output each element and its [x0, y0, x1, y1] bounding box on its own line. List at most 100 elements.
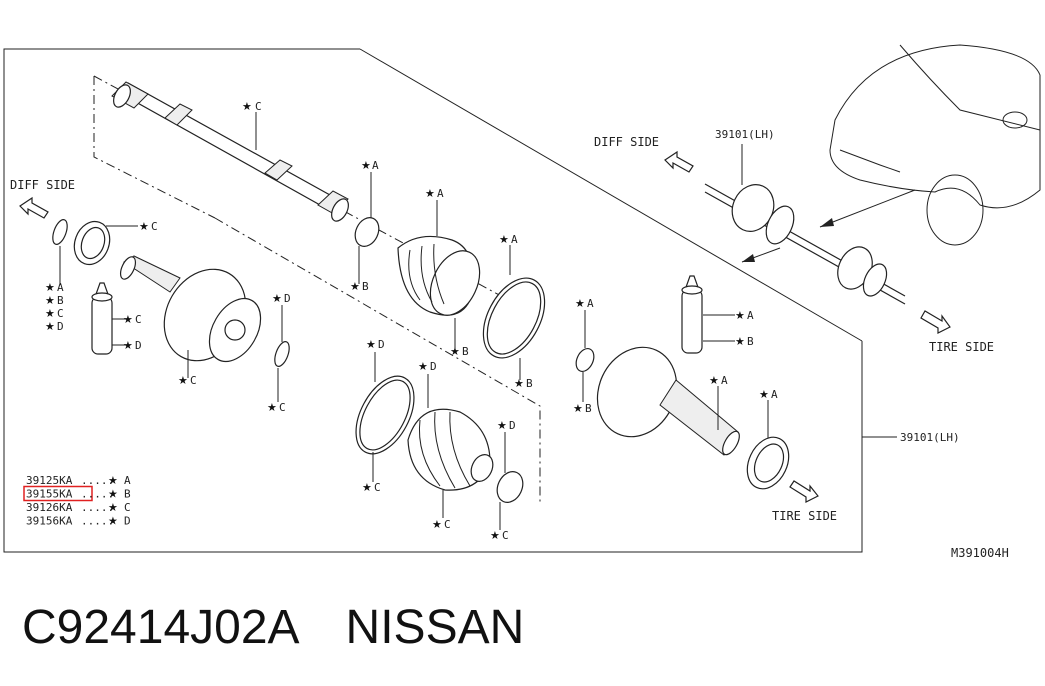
- svg-text:★: ★: [242, 100, 252, 113]
- svg-text:★: ★: [267, 401, 277, 414]
- callout-left-c: C: [57, 307, 64, 320]
- tire-side-arrow-bottom: [789, 480, 819, 503]
- callout-band-top-a: A: [372, 159, 379, 172]
- callout-outer-joint-a: A: [721, 374, 728, 387]
- tire-side-label-right: TIRE SIDE: [929, 340, 994, 354]
- callout-boot-top-a: A: [437, 187, 444, 200]
- svg-text:★: ★: [123, 339, 133, 352]
- svg-text:★: ★: [366, 338, 376, 351]
- kit-dots: .....: [81, 515, 114, 528]
- callout-boot-top-b: B: [462, 345, 469, 358]
- callout-boot-mid-c: C: [444, 518, 451, 531]
- assembled-shaft: [704, 183, 906, 305]
- svg-text:★: ★: [123, 313, 133, 326]
- svg-text:★: ★: [139, 220, 149, 233]
- svg-text:★: ★: [178, 374, 188, 387]
- callout-r-grease-a: A: [747, 309, 754, 322]
- callout-band-mid-c: C: [374, 481, 381, 494]
- assembly-label-top: 39101(LH): [715, 128, 775, 141]
- frame-diagonal: [359, 48, 863, 342]
- callout-joint-c: C: [190, 374, 197, 387]
- callout-clip-a: A: [511, 233, 518, 246]
- kit-code: B: [124, 488, 131, 501]
- svg-text:★: ★: [573, 402, 583, 415]
- kit-legend-row: 39125KA.....★ A: [26, 474, 131, 487]
- caption-brand: NISSAN: [345, 601, 525, 654]
- assembly-label-side: 39101(LH): [900, 431, 960, 444]
- band-top: [482, 277, 546, 359]
- kit-part-number: 39155KA: [26, 488, 73, 501]
- callout-r-clip-a: A: [587, 297, 594, 310]
- svg-text:★: ★: [362, 481, 372, 494]
- svg-text:★: ★: [709, 374, 719, 387]
- svg-text:★: ★: [45, 307, 55, 320]
- grease-tube-right: [681, 275, 703, 354]
- kit-dots: .....: [81, 501, 114, 514]
- kit-legend-row: 39156KA.....★D: [26, 515, 131, 528]
- band-mid: [355, 375, 415, 455]
- diff-side-arrow-right: [664, 150, 694, 173]
- svg-text:★: ★: [45, 281, 55, 294]
- leader-arrows: [741, 189, 916, 263]
- highlight-box: [23, 485, 93, 502]
- clip-right: [575, 348, 595, 372]
- callout-clamp-d: D: [509, 419, 516, 432]
- kit-code: C: [124, 501, 131, 514]
- svg-text:★: ★: [418, 360, 428, 373]
- svg-text:★: ★: [759, 388, 769, 401]
- callout-boot-mid-d: D: [430, 360, 437, 373]
- grease-tube-left: [91, 282, 113, 355]
- svg-text:★: ★: [575, 297, 585, 310]
- boot-top: [397, 235, 481, 316]
- svg-text:★: ★: [45, 294, 55, 307]
- figure-code: M391004H: [951, 546, 1009, 560]
- callout-grease-c: C: [135, 313, 142, 326]
- frame-left: [3, 48, 863, 553]
- svg-text:★: ★: [350, 280, 360, 293]
- svg-text:★: ★: [272, 292, 282, 305]
- inner-joint: [119, 255, 262, 363]
- diff-side-arrow-left: [19, 196, 49, 219]
- svg-text:★: ★: [735, 335, 745, 348]
- exploded-diagram: DIFF SIDE DIFF SIDE TIRE SIDE TIRE SIDE …: [3, 44, 1041, 560]
- callout-leaders: [59, 112, 897, 530]
- diff-side-label-left: DIFF SIDE: [10, 178, 75, 192]
- callout-ring-c: C: [151, 220, 158, 233]
- callout-left-a: A: [57, 281, 64, 294]
- kit-part-number: 39125KA: [26, 474, 73, 487]
- svg-text:★: ★: [499, 233, 509, 246]
- vehicle-illustration: [829, 44, 1041, 246]
- left-snap-ring: [52, 219, 68, 245]
- drive-shaft: [111, 81, 349, 222]
- svg-text:★: ★: [45, 320, 55, 333]
- left-seal: [73, 220, 111, 266]
- callout-ring-r-a: A: [771, 388, 778, 401]
- callout-clip-b: B: [526, 377, 533, 390]
- callout-r-grease-b: B: [747, 335, 754, 348]
- caption-part-number: C92414J02A: [22, 601, 300, 654]
- seal-right: [746, 436, 790, 490]
- clamp-mid: [496, 471, 524, 503]
- kit-legend: 39125KA.....★A39155KA.....★B39126KA.....…: [23, 474, 131, 528]
- kit-part-number: 39126KA: [26, 501, 73, 514]
- clip-top: [354, 217, 380, 247]
- svg-text:★: ★: [735, 309, 745, 322]
- svg-text:★: ★: [497, 419, 507, 432]
- callout-band-mid-d: D: [378, 338, 385, 351]
- kit-dots: .....: [81, 474, 114, 487]
- svg-text:★: ★: [490, 529, 500, 542]
- tire-side-label-bottom: TIRE SIDE: [772, 509, 837, 523]
- callout-r-clip-b: B: [585, 402, 592, 415]
- callout-left-b: B: [57, 294, 64, 307]
- callout-grease-d: D: [135, 339, 142, 352]
- star-icon: ★: [108, 474, 118, 487]
- kit-code: A: [124, 474, 131, 487]
- kit-code: D: [124, 515, 131, 528]
- star-icon: ★: [108, 501, 118, 514]
- callout-left-d: D: [57, 320, 64, 333]
- svg-text:★: ★: [361, 159, 371, 172]
- callout-labels: ★C ★A ★B ★A ★B ★A ★B ★C ★A ★B ★C ★D ★C ★…: [45, 100, 778, 542]
- svg-text:★: ★: [514, 377, 524, 390]
- outer-joint: [596, 346, 740, 456]
